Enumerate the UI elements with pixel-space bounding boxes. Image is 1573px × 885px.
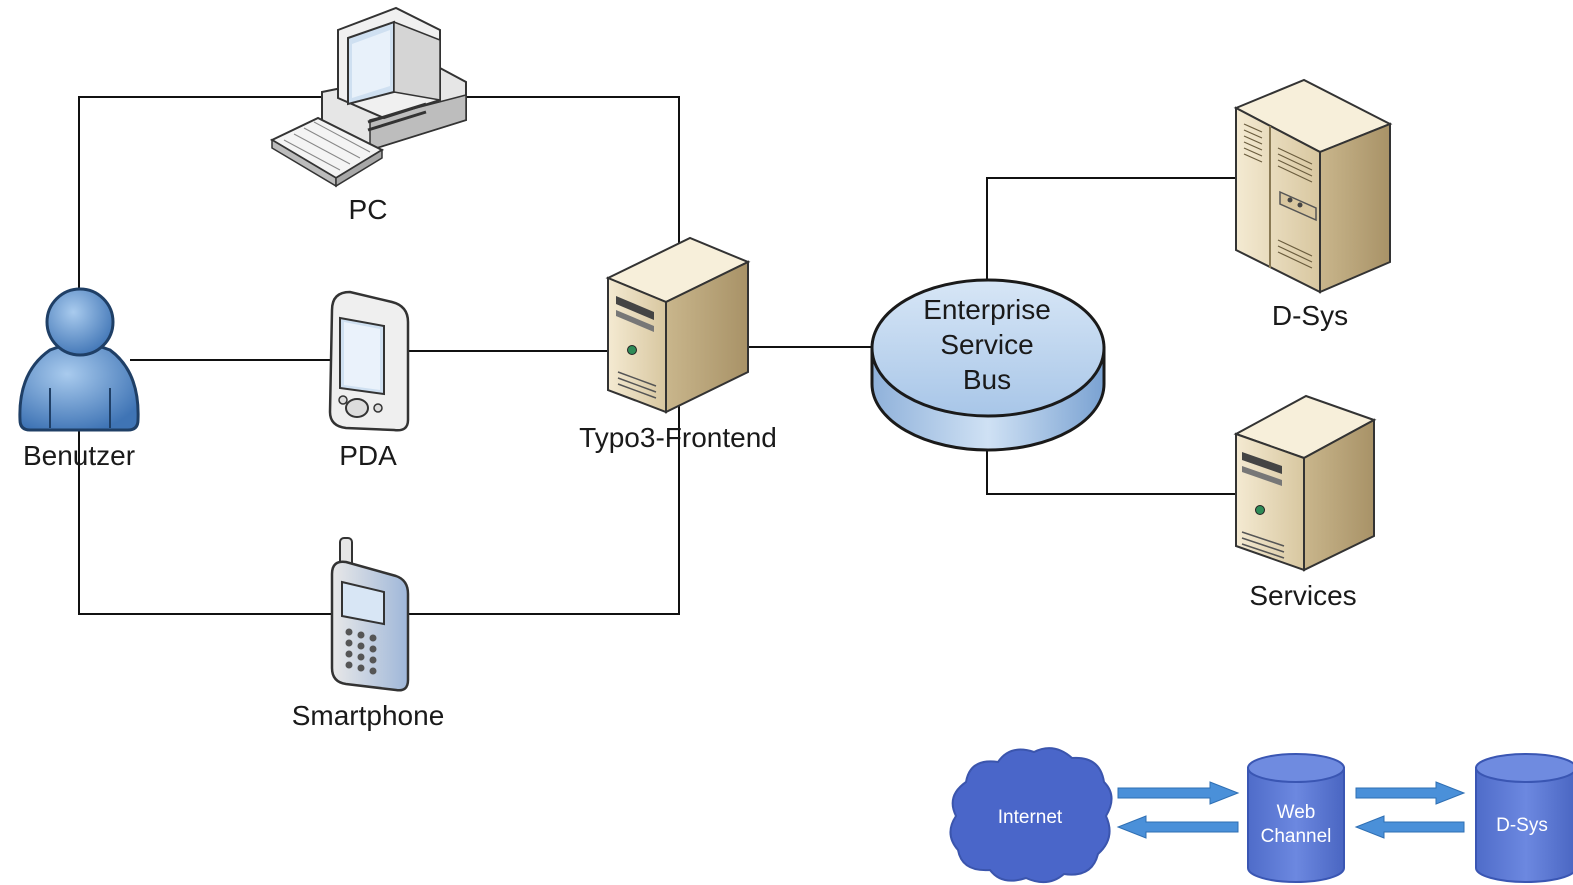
esb-label-line3: Bus [962, 364, 1012, 395]
web-channel-label: Web Channel [1261, 801, 1332, 849]
esb-label: Enterprise Service Bus [923, 292, 1051, 397]
flow-arrows-right [1354, 781, 1466, 839]
tower-server-icon [605, 236, 751, 414]
pc-label: PC [348, 194, 388, 225]
cloud-icon [949, 747, 1113, 884]
desktop-computer-icon [269, 6, 467, 188]
flow-arrows-left [1116, 781, 1240, 839]
internet-label: Internet [997, 807, 1063, 828]
arrow-right-icon [1355, 781, 1466, 805]
web-channel-line2: Channel [1260, 826, 1332, 847]
user-label: Benutzer [22, 440, 136, 471]
tower-server-icon [1233, 394, 1377, 572]
frontend-label: Typo3-Frontend [579, 422, 777, 453]
esb-label-line2: Service [940, 329, 1034, 360]
dsys-label: D-Sys [1271, 300, 1349, 331]
esb-to-services-line [986, 450, 1236, 495]
arrow-left-icon [1116, 815, 1239, 839]
database-icon [1475, 753, 1573, 883]
esb-to-dsys-line [986, 177, 1236, 280]
mobile-phone-icon [330, 537, 410, 692]
arrow-right-icon [1117, 781, 1240, 805]
esb-disk-icon [870, 278, 1106, 452]
pda-label: PDA [339, 440, 397, 471]
flow-dsys-label: D-Sys [1496, 815, 1548, 836]
web-channel-line1: Web [1276, 802, 1316, 823]
arrow-left-icon [1354, 815, 1465, 839]
pda-icon [328, 290, 410, 432]
large-server-icon [1233, 78, 1393, 294]
services-label: Services [1249, 580, 1357, 611]
user-icon [18, 287, 140, 432]
esb-label-line1: Enterprise [923, 294, 1051, 325]
smartphone-label: Smartphone [291, 700, 445, 731]
database-icon [1247, 753, 1345, 883]
